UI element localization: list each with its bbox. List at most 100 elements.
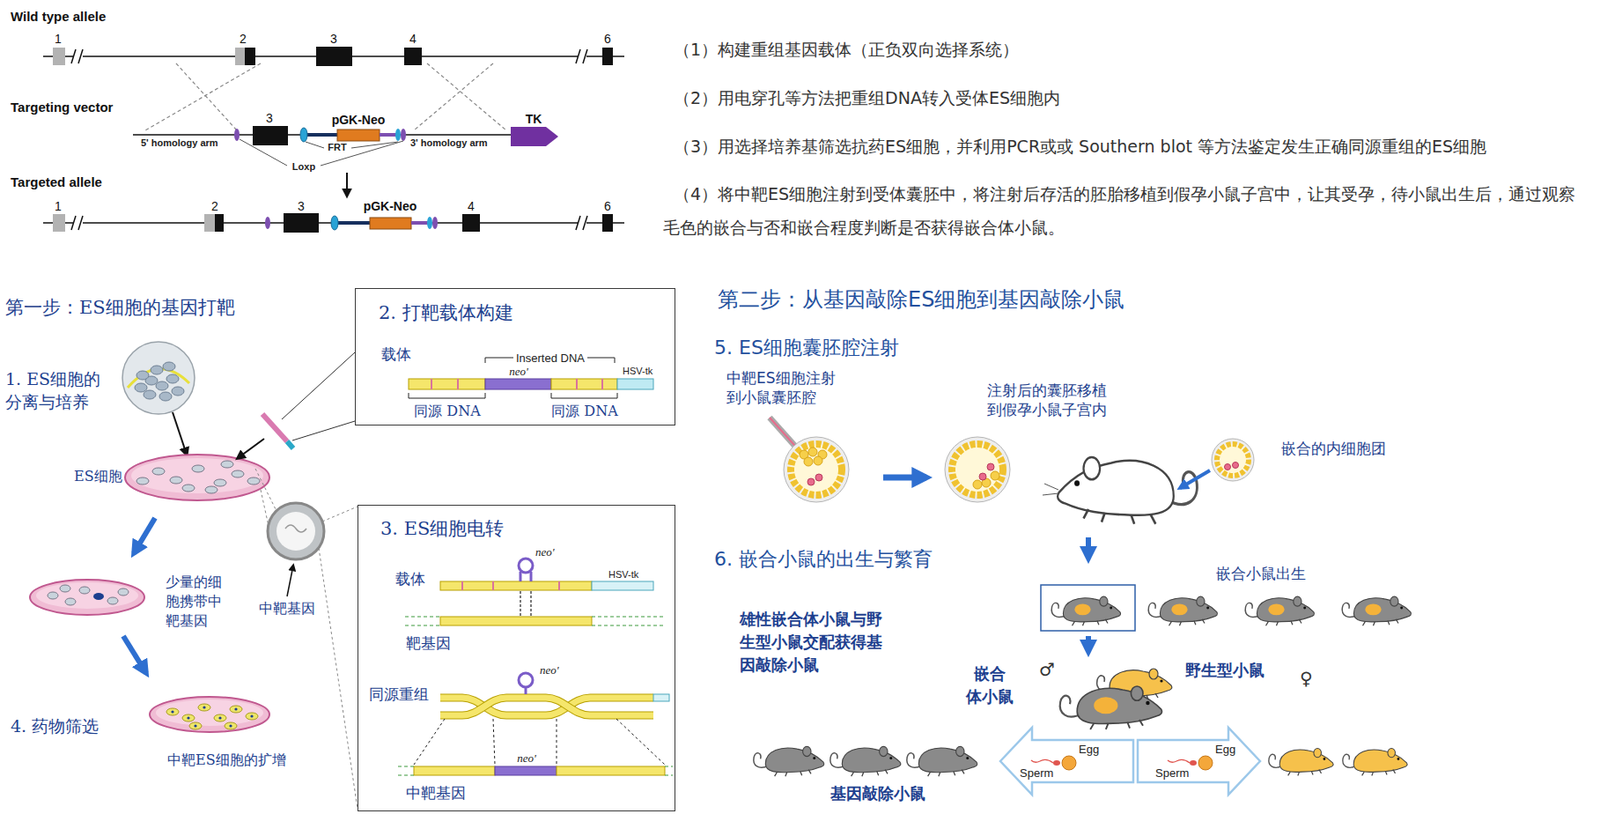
mouse-breeding — [753, 745, 825, 776]
blastocyst-injection — [1216, 443, 1249, 476]
gene-schematic — [575, 215, 588, 230]
label-text: 基因敲除小鼠 — [830, 781, 926, 805]
label-text: FRT — [327, 141, 347, 153]
panel-text: neo' — [508, 364, 529, 379]
gene-schematic — [132, 133, 511, 136]
label-text: 6 — [604, 199, 612, 214]
recombination-drawing — [440, 697, 654, 716]
recombination-drawing — [493, 718, 495, 765]
es-cell-culture — [234, 707, 237, 710]
recombination-drawing — [556, 766, 665, 775]
label-text: 嵌合的内细胞团 — [1281, 438, 1387, 458]
mouse-breeding — [1342, 747, 1408, 775]
label-text: 3 — [297, 199, 305, 214]
es-cell-culture — [189, 722, 202, 730]
label-text: 少量的细胞携带中靶基因 — [165, 572, 224, 631]
blastocyst-injection — [979, 463, 995, 480]
es-cell-culture — [221, 460, 234, 468]
es-cell-culture — [59, 584, 71, 592]
panel-text: neo' — [535, 545, 555, 560]
recombination-drawing — [440, 616, 592, 626]
blastocyst-injection — [808, 447, 818, 457]
label-text: Loxp — [292, 161, 316, 172]
mouse-breeding — [1148, 596, 1217, 626]
gene-schematic — [510, 126, 559, 147]
panel-box: 3. ES细胞电转载体neo'HSV-tk靶基因同源重组neo'neo'中靶基因 — [357, 504, 676, 812]
panel-text: 3. ES细胞电转 — [380, 516, 504, 541]
panel-text: 同源 DNA — [551, 401, 618, 421]
gene-schematic — [265, 216, 271, 229]
gene-schematic — [176, 63, 237, 131]
gene-schematic — [602, 47, 613, 66]
gene-schematic — [204, 213, 215, 232]
label-text: 5' homology arm — [140, 137, 219, 148]
blastocyst-injection — [807, 473, 823, 486]
es-cell-culture — [318, 547, 358, 809]
es-cell-culture — [125, 454, 270, 501]
gene-schematic — [52, 213, 66, 232]
gene-schematic — [305, 141, 325, 148]
label-text: Wild type allele — [10, 8, 106, 24]
es-cell-culture — [182, 714, 195, 722]
es-cell-culture — [117, 588, 129, 596]
gene-schematic — [52, 47, 66, 66]
es-cell-culture — [172, 412, 187, 455]
es-cell-culture — [224, 722, 237, 730]
gene-schematic — [395, 128, 401, 141]
es-cell-culture — [143, 390, 156, 399]
vector-drawing — [601, 378, 604, 390]
label-text: Egg — [1078, 742, 1099, 756]
label-text: 1 — [54, 31, 62, 46]
es-cell-culture — [166, 374, 179, 384]
es-cell-culture — [231, 470, 244, 478]
recombination-drawing — [440, 581, 592, 590]
blastocyst-injection — [987, 463, 995, 471]
vector-drawing — [457, 378, 459, 390]
gene-schematic — [43, 46, 625, 233]
gene-schematic — [244, 47, 256, 66]
es-cell-culture — [247, 477, 260, 485]
gene-schematic — [337, 129, 380, 141]
label-text: 4 — [409, 31, 417, 46]
blastocyst-injection — [973, 479, 982, 489]
blastocyst-injection — [1044, 483, 1059, 490]
es-cell-culture — [162, 361, 176, 371]
label-text: 野生型小鼠 — [1185, 658, 1265, 682]
es-cell-culture — [182, 484, 195, 492]
es-cell-culture — [285, 524, 307, 532]
es-cell-culture — [276, 511, 316, 551]
recombination-drawing — [413, 718, 445, 765]
label-text: （4）将中靶ES细胞注射到受体囊胚中，将注射后存活的胚胎移植到假孕小鼠子宫中，让… — [663, 176, 1588, 244]
label-text: ♀ — [1299, 667, 1313, 689]
gene-schematic — [71, 215, 83, 230]
es-cell-culture — [287, 441, 294, 449]
es-cell-culture — [255, 468, 277, 511]
blastocyst-injection — [803, 457, 813, 466]
gene-schematic — [252, 125, 288, 146]
panel-text: 载体 — [381, 344, 412, 364]
label-text: （1）构建重组基因载体（正负双向选择系统） — [663, 32, 1588, 67]
es-cell-culture — [218, 715, 222, 719]
recombination-drawing — [530, 590, 531, 616]
panel-text: Inserted DNA — [513, 351, 588, 365]
blastocyst-injection — [1232, 462, 1239, 469]
label-text: 嵌合小鼠出生 — [1216, 563, 1306, 583]
panel-text: 同源重组 — [368, 684, 429, 704]
gene-schematic — [283, 213, 319, 233]
blastocyst-injection — [1042, 483, 1059, 495]
mouse-breeding — [1341, 596, 1411, 626]
label-text: ES细胞 — [73, 466, 123, 487]
gene-schematic — [331, 215, 339, 230]
gene-schematic — [602, 213, 613, 232]
blastocyst-injection — [815, 473, 823, 481]
es-cell-culture — [155, 381, 169, 391]
blastocyst-injection — [883, 474, 927, 481]
gene-schematic — [316, 46, 353, 67]
es-cell-culture — [237, 438, 265, 458]
mouse-breeding — [1167, 759, 1190, 763]
es-cell-culture — [131, 457, 264, 494]
vector-drawing — [485, 378, 552, 390]
label-text: Targeting vector — [10, 99, 113, 115]
es-cell-culture — [292, 420, 355, 441]
